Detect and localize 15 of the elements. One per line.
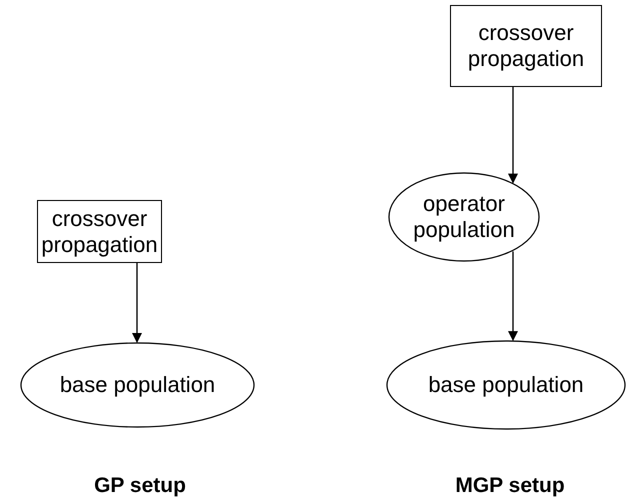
process-box [450, 5, 602, 87]
node-label: base population [427, 372, 585, 398]
population-ellipse [20, 342, 255, 428]
setup-caption: MGP setup [454, 473, 566, 499]
arrow [508, 251, 518, 342]
node-label: base population [58, 372, 216, 398]
arrow [132, 263, 142, 343]
population-ellipse [388, 172, 540, 262]
population-ellipse [386, 340, 626, 430]
node-label: crossover propagation [466, 20, 586, 72]
arrow [508, 87, 518, 184]
node-label: crossover propagation [40, 206, 159, 258]
process-box [37, 200, 162, 263]
setup-caption: GP setup [93, 473, 187, 499]
node-label: operator population [412, 191, 516, 243]
